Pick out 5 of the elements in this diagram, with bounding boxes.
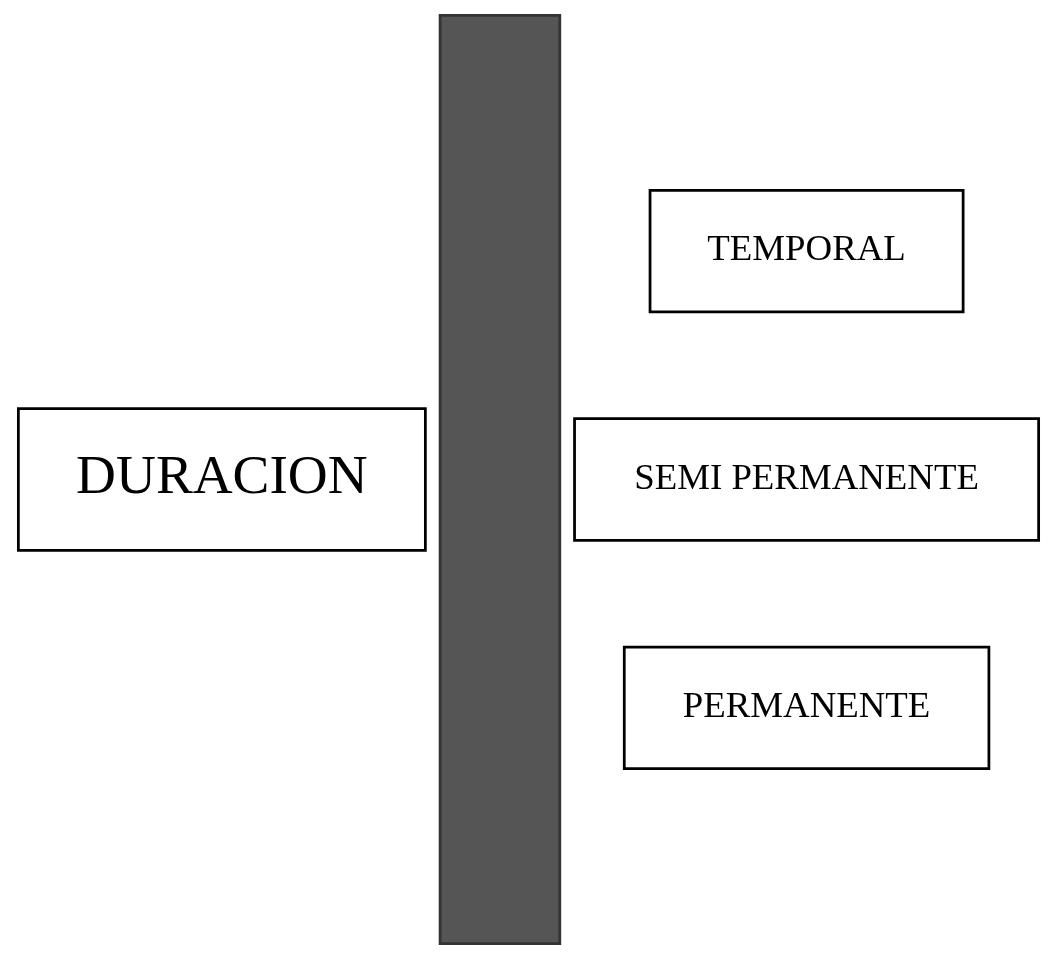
- node-box: PERMANENTE: [622, 645, 991, 770]
- node-box: DURACION: [17, 407, 427, 552]
- node-bar: [438, 14, 562, 945]
- node-box: TEMPORAL: [648, 189, 965, 314]
- node-box: SEMI PERMANENTE: [573, 417, 1040, 542]
